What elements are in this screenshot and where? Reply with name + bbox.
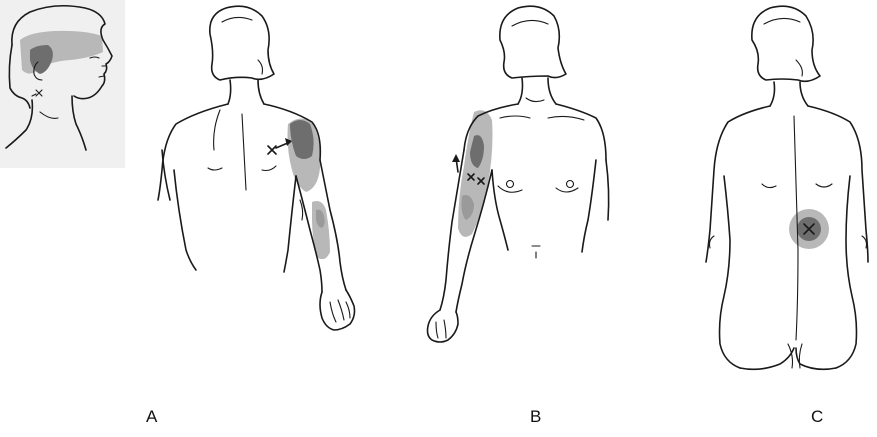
panel-label-c: C (811, 407, 823, 427)
figure-a-back-view (158, 6, 355, 330)
inset-head-profile (0, 0, 125, 168)
figure-b-front-view (428, 6, 609, 342)
panel-label-a: A (146, 407, 157, 427)
trigger-point-x (268, 146, 276, 154)
panel-label-b: B (530, 407, 541, 427)
figure-c-back-view (706, 6, 868, 369)
inset-background (0, 0, 125, 168)
pain-zone-light (458, 110, 493, 237)
